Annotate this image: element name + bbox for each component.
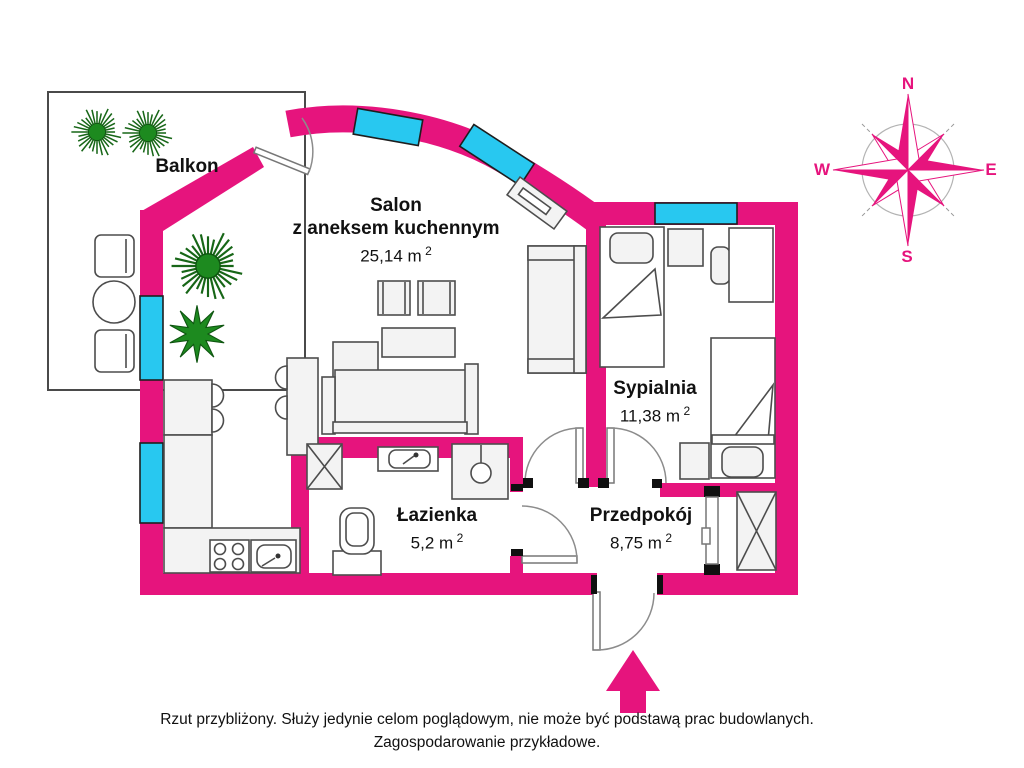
door-jamb bbox=[523, 478, 533, 488]
corner-sofa bbox=[321, 341, 479, 435]
room-name: Łazienka bbox=[396, 505, 478, 526]
door-jamb bbox=[704, 564, 720, 575]
wall-diagonal-topleft bbox=[140, 147, 264, 231]
room-label-lazienka: Łazienka 5,2 m 2 bbox=[397, 504, 477, 555]
chair bbox=[211, 383, 225, 408]
compass-east-label: E bbox=[985, 160, 997, 179]
wall-bedroom-hall bbox=[660, 483, 798, 497]
entrance-arrow-icon bbox=[606, 650, 660, 713]
window-salon-1 bbox=[352, 107, 424, 147]
bathroom-door-leaf bbox=[521, 555, 578, 564]
room-area: 8,75 m 2 bbox=[609, 531, 673, 553]
room-label-salon: Salon z aneksem kuchennym 25,14 m 2 bbox=[293, 194, 500, 268]
compass-rose-icon bbox=[832, 93, 985, 247]
wall-bottom-left bbox=[140, 573, 597, 595]
door-jamb bbox=[511, 549, 523, 556]
window-salon-2 bbox=[458, 123, 536, 187]
disclaimer-text: Rzut przybliżony. Służy jedynie celom po… bbox=[160, 708, 814, 754]
loveseat bbox=[527, 245, 587, 374]
bathroom-sink bbox=[377, 446, 439, 472]
balcony-chair bbox=[94, 234, 135, 278]
closet-door-handle bbox=[701, 527, 711, 545]
wall-bathroom-right-lower bbox=[510, 556, 523, 573]
room-label-przedpokoj: Przedpokój 8,75 m 2 bbox=[590, 504, 692, 555]
door-jamb bbox=[578, 478, 589, 488]
wall-left bbox=[140, 210, 163, 595]
kitchen bbox=[163, 357, 319, 574]
room-label-balkon: Balkon bbox=[155, 155, 218, 178]
balcony bbox=[47, 91, 306, 391]
toilet bbox=[332, 507, 382, 576]
stove bbox=[209, 539, 250, 573]
tv-board bbox=[505, 175, 569, 231]
door-jamb bbox=[704, 486, 720, 497]
side-table bbox=[417, 280, 456, 316]
balcony-door-arc bbox=[301, 117, 314, 173]
windows bbox=[139, 107, 738, 524]
bedroom-furniture bbox=[599, 226, 776, 480]
window-left-2 bbox=[139, 442, 164, 524]
door-jamb bbox=[591, 575, 597, 594]
chair bbox=[211, 408, 225, 433]
nightstand bbox=[679, 442, 710, 480]
hall-salon-door-leaf bbox=[575, 427, 584, 484]
entrance-door-arc bbox=[596, 592, 655, 651]
plant-icon bbox=[171, 232, 243, 300]
wall-right bbox=[775, 202, 798, 595]
room-name: Przedpokój bbox=[589, 505, 693, 526]
desk-chair bbox=[710, 246, 731, 285]
coffee-table bbox=[381, 327, 456, 358]
chair bbox=[274, 365, 288, 390]
compass-west-label: W bbox=[813, 160, 831, 179]
hall-salon-door-arc bbox=[524, 427, 581, 484]
hallway-fixtures bbox=[701, 486, 777, 575]
wardrobe bbox=[736, 491, 777, 571]
desk bbox=[728, 227, 774, 303]
kitchen-table bbox=[163, 379, 213, 436]
disclaimer-line-2: Zagospodarowanie przykładowe. bbox=[373, 734, 601, 751]
washing-machine bbox=[306, 443, 343, 490]
plant-icon bbox=[71, 108, 122, 156]
side-table bbox=[377, 280, 411, 316]
wall-bathroom-right-upper bbox=[510, 437, 523, 492]
window-left-1 bbox=[139, 295, 164, 381]
room-area: 5,2 m 2 bbox=[410, 531, 464, 553]
entrance-door-leaf bbox=[592, 591, 601, 651]
window-bedroom bbox=[654, 202, 738, 225]
dining-table bbox=[286, 357, 319, 456]
dresser bbox=[667, 228, 704, 267]
room-name: Balkon bbox=[155, 156, 219, 177]
door-jamb bbox=[598, 478, 609, 488]
plant-icon bbox=[169, 305, 225, 363]
balcony-table bbox=[92, 280, 136, 324]
room-name: Sypialnia bbox=[613, 378, 697, 399]
bathroom-fixtures bbox=[306, 443, 509, 576]
room-label-sypialnia: Sypialnia 11,38 m 2 bbox=[613, 377, 696, 428]
kitchen-sink bbox=[250, 539, 297, 573]
shower bbox=[451, 443, 509, 500]
compass-south-label: S bbox=[901, 247, 913, 266]
room-name: Salon bbox=[370, 195, 422, 216]
disclaimer-line-1: Rzut przybliżony. Służy jedynie celom po… bbox=[160, 711, 814, 728]
room-name: z aneksem kuchennym bbox=[292, 218, 500, 239]
compass-north-label: N bbox=[901, 74, 915, 93]
doors bbox=[252, 117, 667, 651]
bathroom-door-arc bbox=[521, 505, 578, 562]
door-jamb bbox=[657, 575, 663, 594]
room-area: 11,38 m 2 bbox=[619, 404, 691, 426]
chair bbox=[274, 395, 288, 420]
salon-furniture bbox=[169, 175, 587, 435]
bedroom-door-leaf bbox=[606, 427, 615, 484]
kitchen-counter-left bbox=[163, 434, 213, 529]
door-jamb bbox=[511, 484, 523, 491]
bedroom-door-arc bbox=[610, 427, 667, 484]
room-area: 25,14 m 2 bbox=[360, 244, 432, 266]
plant-icon bbox=[122, 109, 173, 157]
bed bbox=[710, 337, 776, 479]
wall-bottom-right bbox=[657, 573, 798, 595]
door-jamb bbox=[652, 479, 662, 488]
balcony-chair bbox=[94, 329, 135, 373]
bed bbox=[599, 226, 665, 368]
